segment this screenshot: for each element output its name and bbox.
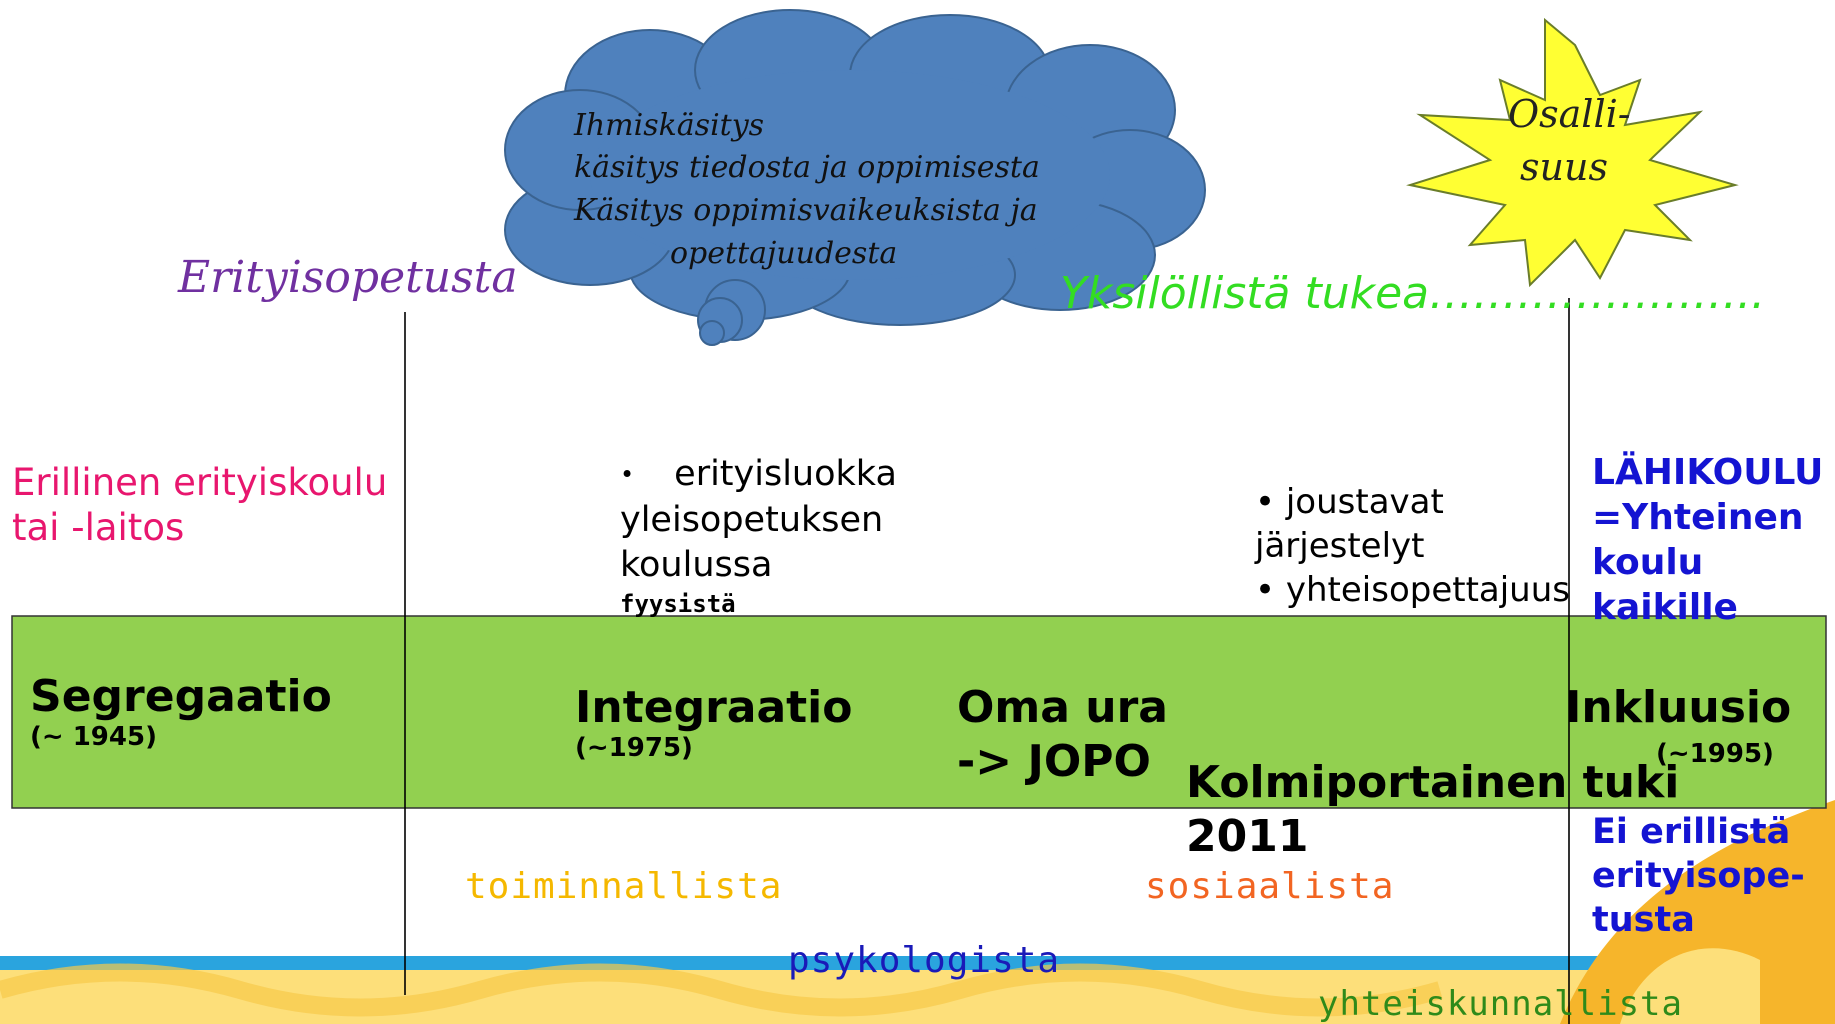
inkluusio-title: Inkluusio xyxy=(1565,682,1792,733)
inkluusio-year: (~1995) xyxy=(1656,739,1774,769)
label-psykologista: psykologista xyxy=(788,940,1061,981)
kolmiportainen-line2: 2011 xyxy=(1186,811,1309,862)
swoosh-inner xyxy=(1620,948,1760,1024)
erillinen-line1: Erillinen erityiskoulu xyxy=(12,461,388,504)
cloud-line-3: Käsitys oppimisvaikeuksista ja xyxy=(574,193,1038,228)
timeline-band xyxy=(11,615,1827,809)
joustavat-line1: • joustavat xyxy=(1255,482,1444,522)
lahikoulu-line4: kaikille xyxy=(1592,587,1738,628)
erillinen-line2: tai -laitos xyxy=(12,506,185,549)
star-line-1: Osalli- xyxy=(1508,92,1631,136)
cloud-line-1: Ihmiskäsitys xyxy=(574,108,765,143)
stage-kolmiportainen: Kolmiportainen tuki 2011 xyxy=(1186,758,1679,862)
label-erityisopetusta: Erityisopetusta xyxy=(178,252,518,303)
ei-erillista-line3: tusta xyxy=(1592,900,1695,940)
erityisluokka-line2: yleisopetuksen xyxy=(620,499,884,540)
label-yhteiskunnallista: yhteiskunnallista xyxy=(1318,984,1683,1024)
oma-ura-line2: -> JOPO xyxy=(957,736,1151,787)
kolmiportainen-line1: Kolmiportainen tuki xyxy=(1186,757,1680,808)
erityisluokka-block: • erityisluokka yleisopetuksen koulussa xyxy=(620,452,897,588)
erillinen-erityiskoulu: Erillinen erityiskoulu tai -laitos xyxy=(12,460,387,550)
segregaatio-year: (~ 1945) xyxy=(30,722,157,752)
ei-erillista-line1: Ei erillistä xyxy=(1592,812,1791,852)
stage-integraatio: Integraatio (~1975) xyxy=(575,682,853,764)
joustavat-line2: järjestelyt xyxy=(1255,526,1425,566)
ei-erillista-line2: erityisope- xyxy=(1592,856,1805,896)
oma-ura-line1: Oma ura xyxy=(957,682,1168,733)
star-burst xyxy=(1406,17,1739,288)
integraatio-title: Integraatio xyxy=(575,682,853,733)
joustavat-block: • joustavat järjestelyt • yhteisopettaju… xyxy=(1255,480,1570,612)
erityisluokka-line3: koulussa xyxy=(620,544,773,585)
ei-erillista-block: Ei erillistä erityisope- tusta xyxy=(1592,810,1805,942)
bottom-wave xyxy=(0,963,1443,1017)
lahikoulu-line1: LÄHIKOULU xyxy=(1592,452,1824,493)
star-line-2: suus xyxy=(1520,145,1608,189)
thought-cloud xyxy=(504,9,1206,346)
integraatio-year: (~1975) xyxy=(575,733,693,763)
cloud-line-2: käsitys tiedosta ja oppimisesta xyxy=(574,150,1040,185)
lahikoulu-line2: =Yhteinen xyxy=(1592,497,1804,538)
label-fyysista: fyysistä xyxy=(620,590,736,618)
stage-segregaatio: Segregaatio (~ 1945) xyxy=(30,671,332,753)
bullet-marker: • xyxy=(620,460,635,489)
label-yksilollista-tukea: Yksilöllistä tukea………………….. xyxy=(1060,268,1766,319)
lahikoulu-block: LÄHIKOULU =Yhteinen koulu kaikille xyxy=(1592,450,1823,630)
bottom-blue-stripe xyxy=(0,956,1835,970)
erityisluokka-line1: • erityisluokka xyxy=(620,452,897,498)
orange-swoosh xyxy=(1560,800,1835,1024)
erityisluokka-text: erityisluokka xyxy=(674,454,897,494)
label-sosiaalista: sosiaalista xyxy=(1145,866,1395,907)
label-toiminnallista: toiminnallista xyxy=(465,866,783,907)
joustavat-line3: • yhteisopettajuus xyxy=(1255,570,1570,610)
stage-oma-ura: Oma ura -> JOPO xyxy=(957,683,1168,787)
cloud-line-4: opettajuudesta xyxy=(670,236,898,271)
lahikoulu-line3: koulu xyxy=(1592,542,1704,583)
segregaatio-title: Segregaatio xyxy=(30,671,332,722)
